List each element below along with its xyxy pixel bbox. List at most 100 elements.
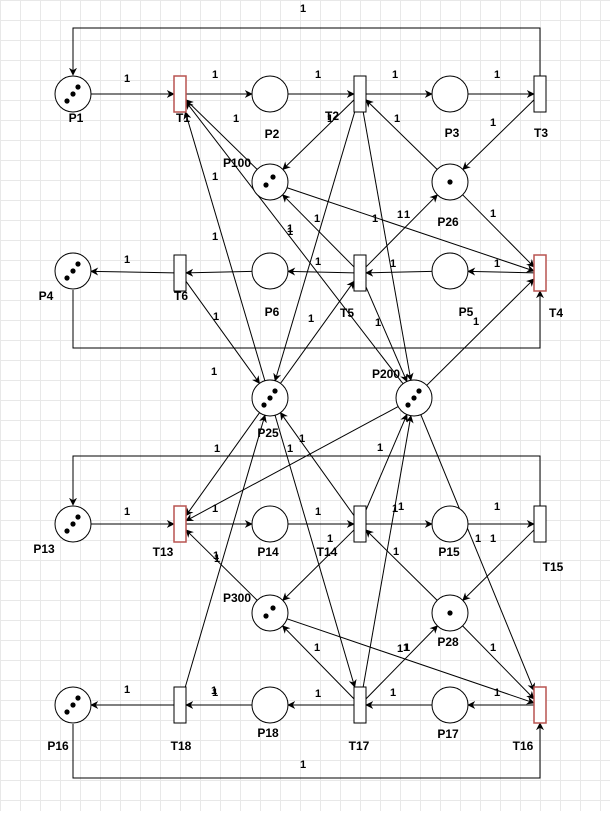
arc-t15-p28 [462, 529, 535, 601]
transition-t1[interactable] [173, 75, 187, 113]
place-label: P6 [265, 305, 280, 319]
place-p200[interactable] [395, 379, 433, 417]
arc-weight-label: 1 [494, 258, 500, 270]
place-p100[interactable] [251, 163, 289, 201]
arc-weight-label: 1 [124, 73, 130, 85]
arc-weight-label: 1 [392, 503, 398, 515]
arc-weight-label: 1 [473, 316, 479, 328]
place-circle[interactable] [251, 594, 289, 632]
transition-t15[interactable] [533, 505, 547, 543]
transition-t2[interactable] [353, 75, 367, 113]
place-p5[interactable] [431, 252, 469, 290]
place-p14[interactable] [251, 505, 289, 543]
transition-label: T5 [340, 306, 354, 320]
transition-label: T4 [549, 306, 563, 320]
arc-weight-label: 1 [394, 113, 400, 125]
arc-t14-p300 [282, 529, 355, 601]
arc-t3-p1 [69, 27, 541, 76]
arc-p28-t14 [365, 529, 438, 601]
transition-t13[interactable] [173, 505, 187, 543]
token-dot [405, 402, 411, 408]
arc-weight-label: 1 [287, 443, 293, 455]
place-p18[interactable] [251, 686, 289, 724]
place-circle[interactable] [251, 686, 289, 724]
token-dot [64, 709, 70, 715]
token-dot [75, 261, 81, 267]
token-dot [270, 174, 276, 180]
arc-weight-label: 1 [390, 687, 396, 699]
place-p1[interactable] [54, 75, 92, 113]
place-p300[interactable] [251, 594, 289, 632]
arc-t17-p200 [362, 414, 414, 688]
transition-t17[interactable] [353, 686, 367, 724]
arc-weight-label: 1 [213, 311, 219, 323]
transition-t3[interactable] [533, 75, 547, 113]
transition-t14[interactable] [353, 505, 367, 543]
arc-p6-t6 [185, 268, 253, 277]
place-p15[interactable] [431, 505, 469, 543]
token-dot [267, 395, 273, 401]
place-p13[interactable] [54, 505, 92, 543]
arc-weight-label: 1 [377, 442, 383, 454]
arc-weight-label: 1 [124, 684, 130, 696]
arc-weight-label: 1 [233, 113, 239, 125]
transition-label: T6 [174, 289, 188, 303]
arc-p25-t1 [183, 111, 266, 381]
place-p2[interactable] [251, 75, 289, 113]
arc-p200-t1 [185, 101, 404, 385]
arc-weight-label: 1 [124, 506, 130, 518]
place-label: P18 [257, 726, 279, 740]
place-label: P4 [39, 289, 54, 303]
arc-p25-t13 [185, 412, 260, 517]
token-dot [272, 388, 278, 394]
arc-weight-label: 1 [404, 642, 410, 654]
place-label: P1 [69, 111, 84, 125]
transition-t6[interactable] [173, 254, 187, 292]
place-p25[interactable] [251, 379, 289, 417]
place-circle[interactable] [251, 163, 289, 201]
place-p16[interactable] [54, 686, 92, 724]
place-circle[interactable] [431, 252, 469, 290]
arc-weight-label: 1 [490, 208, 496, 220]
arc-p26-t4 [462, 194, 535, 268]
token-dot [447, 610, 453, 616]
place-circle[interactable] [431, 505, 469, 543]
arc-weight-label: 1 [315, 256, 321, 268]
arc-t3-p26 [462, 99, 535, 170]
arc-p4-t4 [72, 290, 544, 349]
nodes-layer [54, 75, 547, 724]
place-circle[interactable] [431, 75, 469, 113]
place-label: P200 [372, 367, 400, 381]
arc-p200-t16 [420, 414, 535, 692]
transition-t18[interactable] [173, 686, 187, 724]
arc-t2-p100 [282, 99, 355, 170]
arc-weight-label: 1 [211, 685, 217, 697]
token-dot [70, 91, 76, 97]
place-label: P100 [223, 156, 251, 170]
arc-weight-label: 1 [124, 254, 130, 266]
place-circle[interactable] [251, 252, 289, 290]
arc-weight-label: 1 [300, 759, 306, 771]
arc-weight-label: 1 [214, 443, 220, 455]
place-p26[interactable] [431, 163, 469, 201]
place-p4[interactable] [54, 252, 92, 290]
place-p17[interactable] [431, 686, 469, 724]
token-dot [64, 275, 70, 281]
place-circle[interactable] [431, 686, 469, 724]
arc-weight-label: 1 [315, 69, 321, 81]
transition-t16[interactable] [533, 686, 547, 724]
place-circle[interactable] [251, 75, 289, 113]
transition-t5[interactable] [353, 254, 367, 292]
place-p28[interactable] [431, 594, 469, 632]
place-circle[interactable] [251, 505, 289, 543]
place-p3[interactable] [431, 75, 469, 113]
place-p6[interactable] [251, 252, 289, 290]
arc-weight-label: 1 [392, 69, 398, 81]
transition-t4[interactable] [533, 254, 547, 292]
arc-t4-p5 [467, 267, 535, 276]
token-dot [70, 521, 76, 527]
arc-weight-label: 1 [212, 171, 218, 183]
arc-t17-p300 [282, 625, 355, 700]
arc-weight-label: 1 [372, 213, 378, 225]
